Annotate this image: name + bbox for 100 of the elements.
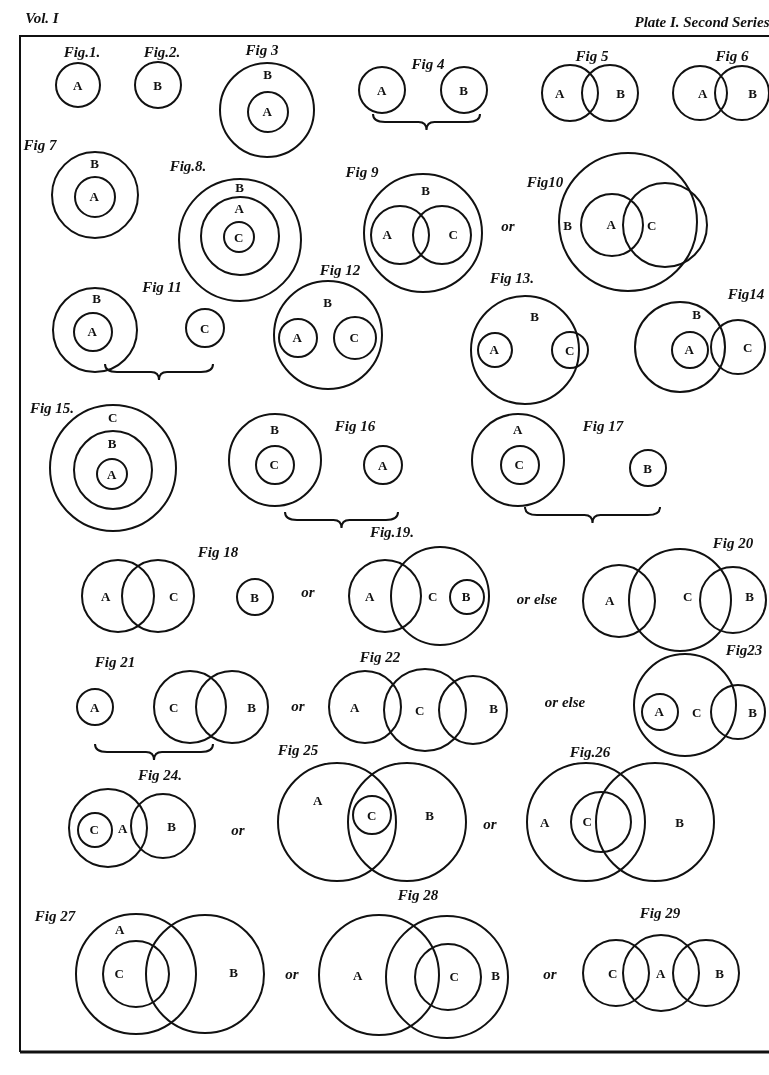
set-letter: C (199, 321, 210, 335)
set-letter: A (489, 342, 499, 356)
set-circle (710, 319, 766, 375)
set-circle (629, 449, 667, 487)
figure-label: Fig 4 (411, 56, 445, 72)
set-circle (121, 559, 195, 633)
set-circle (541, 64, 599, 122)
set-letter: C (564, 343, 575, 357)
set-letter: A (604, 593, 615, 607)
set-circle (134, 61, 182, 109)
set-circle (73, 175, 116, 218)
set-letter: A (655, 966, 666, 980)
set-letter: B (153, 78, 162, 92)
figure-label: Fig.8. (169, 158, 207, 174)
set-circle (130, 793, 196, 859)
set-circle (223, 221, 256, 254)
set-circle (448, 578, 485, 615)
figure-label: Fig 28 (397, 887, 439, 903)
set-circle (579, 192, 644, 257)
set-circle (185, 308, 225, 348)
figure-label: Fig 6 (715, 48, 749, 64)
set-letter: C (682, 589, 693, 603)
set-letter: C (269, 457, 279, 471)
set-letter: A (364, 589, 375, 603)
set-letter: C (89, 822, 99, 836)
set-letter: A (114, 922, 125, 936)
or-text: or (291, 698, 305, 714)
set-letter: C (607, 966, 618, 980)
or-text: or (301, 584, 315, 600)
set-letter: B (235, 180, 244, 194)
figure-label: Fig 7 (23, 137, 57, 153)
figure-label: Fig 25 (277, 742, 319, 758)
set-circle (332, 315, 377, 360)
set-circle (199, 195, 280, 276)
figure-label: Fig.19. (369, 524, 415, 540)
set-letter: B (425, 808, 434, 822)
set-circle (219, 62, 315, 158)
set-letter: B (250, 590, 259, 604)
set-letter: B (715, 966, 724, 980)
or-text: or (543, 966, 557, 982)
or-text: or else (516, 591, 558, 607)
set-letter: B (692, 307, 701, 321)
set-letter: B (491, 968, 500, 982)
set-circle (246, 90, 289, 133)
figure-label: Fig.2. (143, 44, 181, 60)
set-circle (622, 182, 708, 268)
set-letter: C (427, 589, 438, 603)
or-text: or (285, 966, 299, 982)
set-letter: C (349, 330, 359, 344)
set-circle (153, 670, 227, 744)
plate-title: Plate I. Second Series (634, 14, 769, 30)
set-letter: A (539, 815, 550, 829)
set-letter: B (643, 461, 652, 475)
set-letter: B (229, 965, 238, 979)
set-letter: C (414, 703, 425, 717)
set-letter: B (748, 86, 757, 100)
figure-label: Fig 5 (575, 48, 609, 64)
figure-label: Fig14 (727, 286, 765, 302)
set-circle (273, 280, 383, 390)
set-circle (228, 413, 322, 507)
set-letter: C (582, 814, 592, 828)
set-circle (476, 331, 513, 368)
figure-label: Fig 13. (489, 270, 535, 286)
set-circle (318, 914, 440, 1036)
set-circle (526, 762, 646, 882)
set-letter: A (554, 86, 565, 100)
set-circle (81, 559, 155, 633)
figure-label: Fig 24. (137, 767, 183, 783)
or-text: or else (544, 694, 586, 710)
set-letter: C (114, 966, 124, 980)
set-letter: A (262, 104, 272, 118)
set-letter: C (449, 969, 459, 983)
set-circle (582, 939, 650, 1007)
set-letter: B (530, 309, 539, 323)
set-circle (699, 566, 767, 634)
set-circle (672, 65, 728, 121)
set-letter: C (691, 705, 702, 719)
set-letter: C (646, 218, 657, 232)
set-letter: A (292, 330, 302, 344)
set-letter: B (167, 819, 176, 833)
figure-label: Fig.1. (63, 44, 101, 60)
set-letter: A (349, 700, 360, 714)
set-letter: A (377, 458, 388, 472)
set-letter: B (107, 436, 117, 450)
set-letter: B (616, 86, 625, 100)
figure-label: Fig 27 (34, 908, 76, 924)
figure-label: Fig 11 (142, 279, 182, 295)
set-letter: A (312, 793, 323, 807)
set-circle (352, 795, 392, 835)
set-circle (640, 692, 679, 731)
set-letter: B (92, 291, 101, 305)
figure-label: Fig 12 (319, 262, 361, 278)
set-circle (51, 151, 139, 239)
set-circle (254, 444, 295, 485)
set-letter: A (107, 467, 117, 481)
set-circle (195, 670, 269, 744)
set-letter: A (684, 342, 694, 356)
set-circle (471, 413, 565, 507)
set-circle (236, 578, 274, 616)
figure-label: Fig 18 (197, 544, 239, 560)
